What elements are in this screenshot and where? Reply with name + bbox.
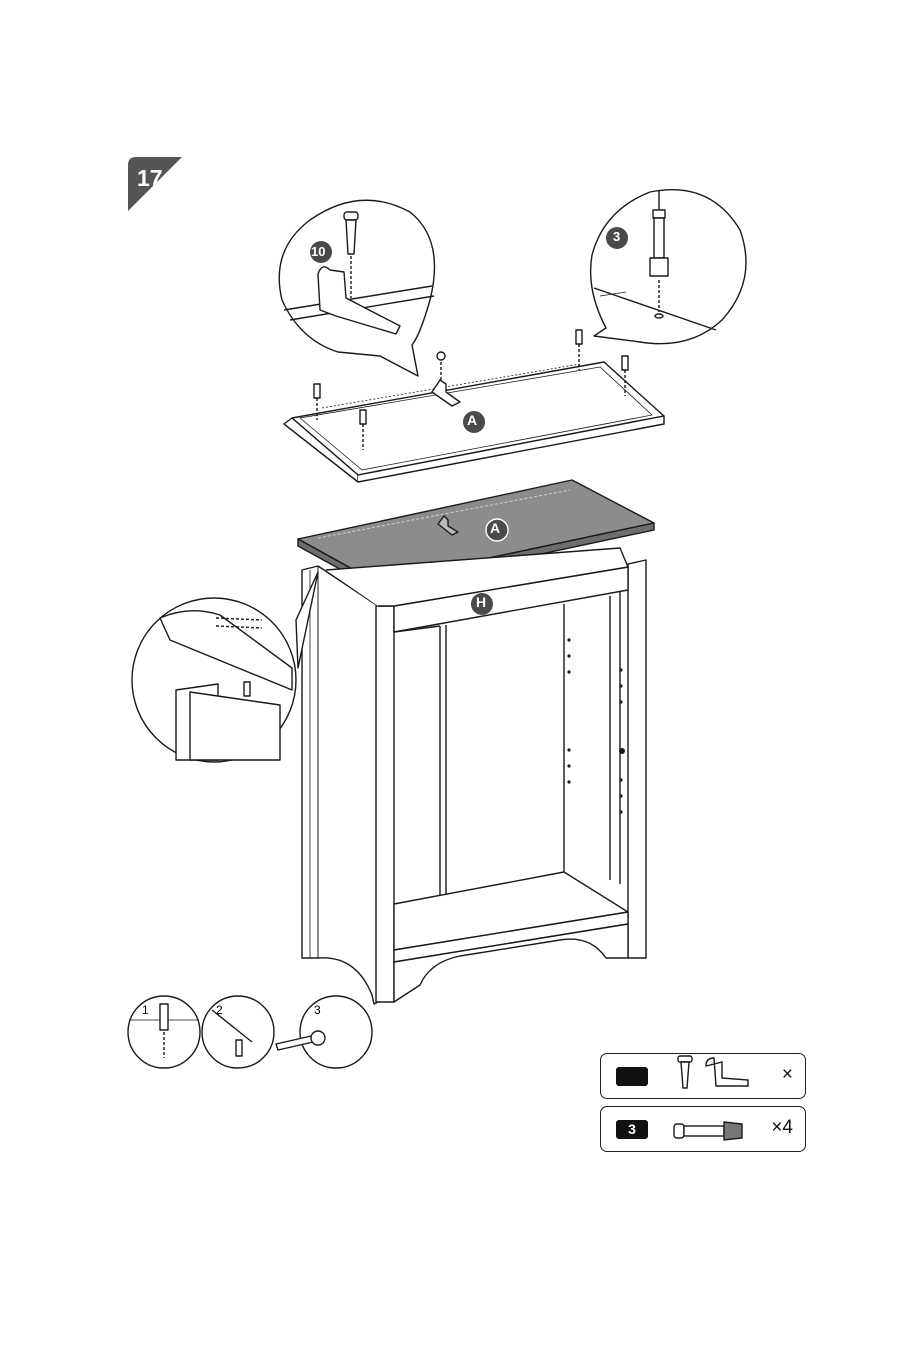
- sub-step-3: 3: [314, 1003, 321, 1017]
- label-h: H: [476, 594, 486, 610]
- label-a-placed: A: [490, 520, 500, 536]
- label-a-exploded: A: [467, 412, 477, 428]
- parts-quantity: ×4: [771, 1117, 793, 1139]
- cabinet-body: [302, 548, 646, 1004]
- detail-bracket-callout: [279, 200, 434, 376]
- sub-step-circles: [128, 996, 372, 1068]
- parts-quantity: ×: [782, 1064, 793, 1086]
- sub-step-2: 2: [216, 1003, 223, 1017]
- step-number-badge: 17: [128, 157, 182, 211]
- label-cam-3: 3: [613, 229, 620, 244]
- sub-step-1: 1: [142, 1003, 149, 1017]
- label-bracket-10: 10: [311, 244, 325, 259]
- parts-row-cam-bolt: 3 ×4: [600, 1106, 806, 1152]
- step-number: 17: [137, 165, 163, 192]
- parts-tag: 3: [616, 1120, 648, 1139]
- detail-side-edge-callout: [132, 572, 318, 762]
- parts-row-screw-bracket: ×: [600, 1053, 806, 1099]
- detail-cam-bolt-callout: [591, 190, 746, 344]
- parts-tag: [616, 1067, 648, 1086]
